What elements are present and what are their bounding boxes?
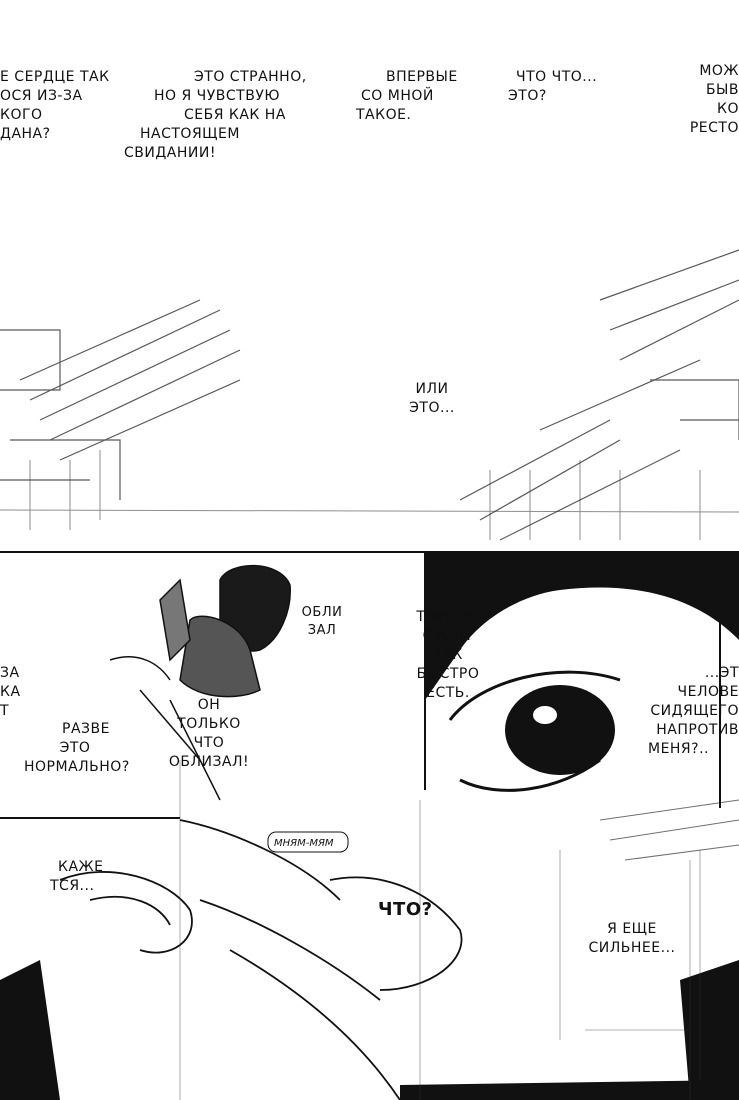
narration-line: НАСТОЯЩЕМ	[140, 126, 240, 142]
bubble-line: ЧЕЛОВЕ	[677, 684, 739, 700]
bubble-line: ОБЛИЗАЛ!	[168, 754, 250, 770]
narration-line: ЧТО ЧТО...	[516, 69, 598, 85]
narration-line: ВПЕРВЫЕ	[386, 69, 458, 85]
bubble-line: СИЛЬНЕЕ...	[588, 940, 676, 956]
bubble-line: НОРМАЛЬНО?	[24, 759, 130, 775]
narration-line: ЭТО?	[508, 88, 547, 104]
bubble-line: ЗАЛ	[307, 623, 337, 638]
mid-thought: ИЛИ ЭТО...	[392, 380, 472, 418]
bubble-line: ЧТО	[193, 735, 225, 751]
narration-line: СВИДАНИИ!	[124, 145, 216, 161]
bubble-just-licked: ОН ТОЛЬКО ЧТО ОБЛИЗАЛ!	[168, 696, 250, 772]
narration-line: Е СЕРДЦЕ ТАК	[0, 69, 110, 85]
bubble-line: ОБЛИ	[301, 605, 343, 620]
bubble-line: ТСЯ...	[50, 878, 95, 894]
bubble-line: ТЕБЕ НЕ	[416, 609, 480, 625]
narration-line: НО Я ЧУВСТВУЮ	[154, 88, 280, 104]
narration-line: ДАНА?	[0, 126, 51, 142]
sfx-what: ЧТО?	[378, 899, 433, 920]
narration-col-1: Е СЕРДЦЕ ТАК ОСЯ ИЗ-ЗА КОГО ДАНА?	[0, 68, 110, 144]
bubble-seems: КАЖЕ ТСЯ...	[50, 858, 103, 896]
narration-line: КОГО	[0, 107, 43, 123]
narration-line: МОЖ	[699, 63, 739, 79]
narration-col-3: ВПЕРВЫЕ СО МНОЙ ТАКОЕ.	[356, 68, 458, 125]
narration-line: РЕСТО	[689, 120, 739, 136]
bubble-person-opposite: ...ЭТ ЧЕЛОВЕ СИДЯЩЕГО НАПРОТИВ МЕНЯ?..	[648, 664, 739, 759]
bubble-line: ОН	[197, 697, 221, 713]
narration-line: СЕБЯ КАК НА	[184, 107, 286, 123]
narration-line: ОСЯ ИЗ-ЗА	[0, 88, 83, 104]
bubble-line: БЫСТРО	[416, 666, 480, 682]
narration-col-4: ЧТО ЧТО... ЭТО?	[508, 68, 597, 106]
bubble-even-stronger: Я ЕЩЕ СИЛЬНЕЕ...	[572, 920, 692, 958]
thought-line: ЭТО...	[409, 400, 455, 416]
bubble-line: СИДЯЩЕГО	[650, 703, 739, 719]
narration-col-5: МОЖ БЫВ КО РЕСТО	[690, 62, 739, 138]
bubble-line: СТОИТ	[422, 628, 474, 644]
bubble-line: МЕНЯ?..	[647, 741, 709, 757]
bubble-line: ЕСТЬ.	[426, 685, 470, 701]
narration-line: ТАКОЕ.	[356, 107, 412, 123]
bubble-line: ТОЛЬКО	[177, 716, 241, 732]
bubble-line: КАЖЕ	[58, 859, 104, 875]
bubble-line: ЭТО	[59, 740, 91, 756]
narration-line: БЫВ	[705, 82, 739, 98]
narration-line: СО МНОЙ	[361, 88, 434, 104]
bubble-line: Т	[0, 703, 10, 719]
sfx-chewing: Мням-мям	[274, 838, 334, 849]
narration-line: ЭТО СТРАННО,	[194, 69, 307, 85]
bubble-line: ЗА	[0, 665, 20, 681]
bubble-line: Я ЕЩЕ	[607, 921, 657, 937]
bubble-line: ТАК	[433, 647, 463, 663]
thought-line: ИЛИ	[415, 381, 449, 397]
bubble-licked: ОБЛИ ЗАЛ	[294, 604, 350, 640]
bubble-cut-left: ЗА КА Т	[0, 664, 21, 721]
bubble-line: КА	[0, 684, 21, 700]
narration-col-2: ЭТО СТРАННО, НО Я ЧУВСТВУЮ СЕБЯ КАК НА Н…	[124, 68, 307, 163]
bubble-is-normal: РАЗВЕ ЭТО НОРМАЛЬНО?	[24, 720, 130, 777]
bubble-line: РАЗВЕ	[62, 721, 110, 737]
bubble-line: ...ЭТ	[704, 665, 739, 681]
eye-shape	[505, 685, 615, 775]
bubble-eat-slow: ТЕБЕ НЕ СТОИТ ТАК БЫСТРО ЕСТЬ.	[378, 608, 518, 703]
bubble-line: НАПРОТИВ	[656, 722, 739, 738]
narration-line: КО	[717, 101, 739, 117]
